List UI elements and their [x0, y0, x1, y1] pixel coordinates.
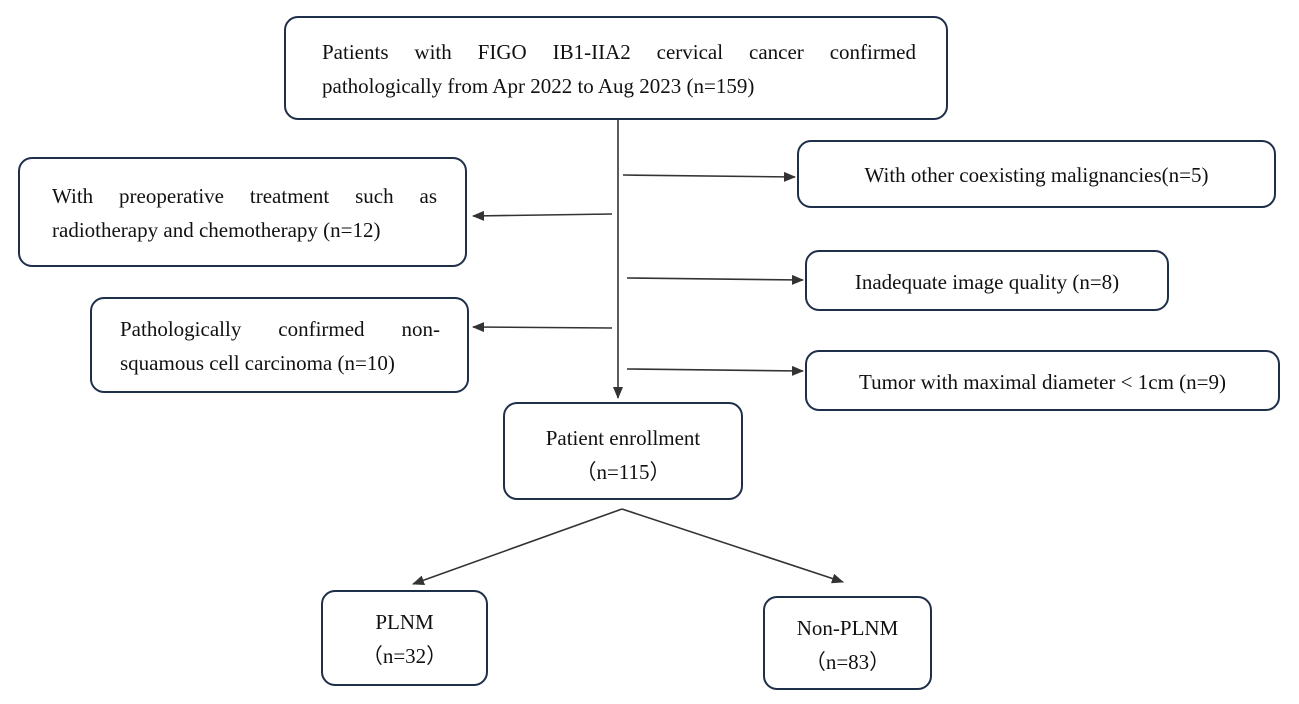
- plnm-box: PLNM （n=32）: [321, 590, 488, 686]
- preoperative-line-1: With preoperative treatment such as: [52, 184, 437, 208]
- initial-cohort-line-2: pathologically from Apr 2022 to Aug 2023…: [322, 74, 755, 98]
- non-squamous-line-2: squamous cell carcinoma (n=10): [120, 351, 395, 375]
- plnm-count: （n=32）: [361, 644, 448, 668]
- initial-cohort-line-1: Patients with FIGO IB1-IIA2 cervical can…: [322, 40, 916, 64]
- arrow-to-malignancies: [622, 171, 796, 182]
- tumor-diameter-exclusion-box: Tumor with maximal diameter < 1cm (n=9): [805, 350, 1280, 411]
- arrow-to-image-quality: [626, 274, 804, 285]
- non-plnm-box: Non-PLNM （n=83）: [763, 596, 932, 690]
- plnm-label: PLNM: [375, 610, 434, 634]
- image-quality-label: Inadequate image quality (n=8): [854, 270, 1120, 294]
- non-plnm-count: （n=83）: [804, 650, 891, 674]
- coexisting-malignancies-exclusion-box: With other coexisting malignancies(n=5): [797, 140, 1276, 208]
- non-plnm-label: Non-PLNM: [796, 616, 899, 640]
- preoperative-treatment-exclusion-box: With preoperative treatment such as radi…: [18, 157, 467, 267]
- enrollment-count: （n=115）: [575, 460, 671, 484]
- non-squamous-line-1: Pathologically confirmed non-: [120, 317, 440, 341]
- image-quality-exclusion-box: Inadequate image quality (n=8): [805, 250, 1169, 311]
- arrow-to-plnm: [412, 508, 623, 585]
- arrow-to-non-plnm: [621, 508, 844, 584]
- arrow-to-preop: [472, 210, 613, 221]
- arrow-to-nonsquamous: [472, 322, 613, 333]
- non-squamous-exclusion-box: Pathologically confirmed non- squamous c…: [90, 297, 469, 393]
- tumor-diameter-label: Tumor with maximal diameter < 1cm (n=9): [858, 370, 1227, 394]
- initial-cohort-box: Patients with FIGO IB1-IIA2 cervical can…: [284, 16, 948, 120]
- malignancies-label: With other coexisting malignancies(n=5): [864, 163, 1209, 187]
- patient-enrollment-box: Patient enrollment （n=115）: [503, 402, 743, 500]
- arrow-to-tumor-diameter: [626, 365, 804, 376]
- preoperative-line-2: radiotherapy and chemotherapy (n=12): [52, 218, 381, 242]
- enrollment-label: Patient enrollment: [545, 426, 701, 450]
